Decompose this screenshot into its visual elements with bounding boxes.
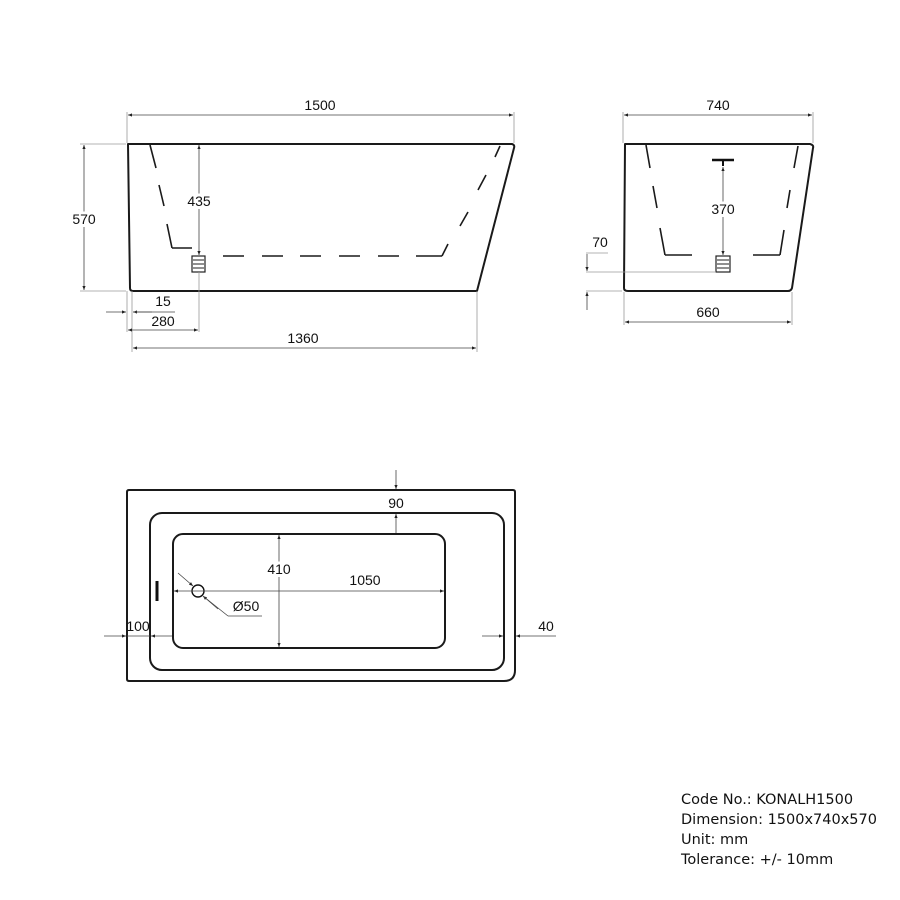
side-view: 1500 570 435 15 280 1360 xyxy=(69,97,516,352)
dim-overflow-height: 370 xyxy=(711,201,735,217)
dim-waste-diameter: Ø50 xyxy=(233,598,260,614)
dim-waste-height: 435 xyxy=(187,193,211,209)
dim-waste-offset-height: 70 xyxy=(592,234,608,250)
dim-inner-length: 1050 xyxy=(349,572,380,588)
plan-view: 90 410 1050 Ø50 100 40 xyxy=(104,470,556,682)
dim-base-length: 1360 xyxy=(287,330,318,346)
end-view: 740 370 70 660 xyxy=(585,97,815,325)
dim-base-offset: 15 xyxy=(155,293,171,309)
dim-overall-width: 740 xyxy=(706,97,730,113)
dim-waste-offset: 280 xyxy=(151,313,175,329)
dim-rim-top: 90 xyxy=(388,495,404,511)
dim-base-width: 660 xyxy=(696,304,720,320)
dim-rim-right: 40 xyxy=(538,618,554,634)
waste-fitting-icon xyxy=(715,255,731,273)
product-info-block: Code No.: KONALH1500 Dimension: 1500x740… xyxy=(681,790,877,870)
side-view-outline xyxy=(127,143,516,292)
end-view-hidden-lines xyxy=(645,144,799,256)
dim-overall-length: 1500 xyxy=(304,97,335,113)
product-unit: Unit: mm xyxy=(681,832,749,848)
plan-view-outer-outline xyxy=(126,489,516,682)
side-view-hidden-lines xyxy=(149,144,501,257)
product-dimension: Dimension: 1500x740x570 xyxy=(681,812,877,828)
product-code: Code No.: KONALH1500 xyxy=(681,792,854,808)
dim-inner-depth: 410 xyxy=(267,561,291,577)
dim-rim-left: 100 xyxy=(126,618,150,634)
product-tolerance: Tolerance: +/- 10mm xyxy=(681,852,834,868)
end-view-outline xyxy=(623,143,815,292)
overflow-icon xyxy=(712,158,734,166)
plan-view-basin-outline xyxy=(172,533,446,649)
waste-fitting-icon xyxy=(191,255,206,273)
plan-view-rim-outline xyxy=(149,512,505,671)
dim-height: 570 xyxy=(72,211,96,227)
